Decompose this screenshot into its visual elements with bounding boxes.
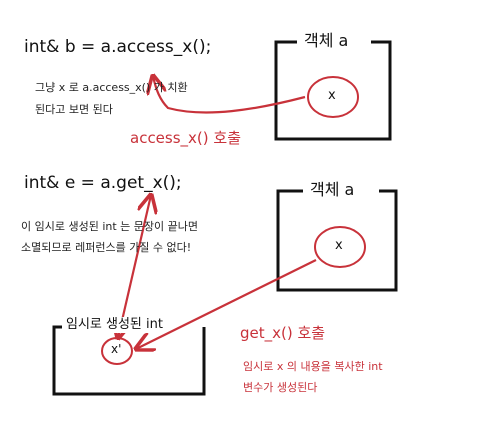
- member-circle-1: [307, 76, 359, 118]
- member-label-2: x: [335, 238, 343, 253]
- object-box-2: [276, 189, 398, 292]
- temporary-int-box: [52, 325, 206, 396]
- copy-arrow: [136, 259, 317, 349]
- object-box-1: [274, 40, 392, 141]
- temporary-note-line-1: 이 임시로 생성된 int 는 문장이 끝나면: [21, 220, 198, 233]
- temporary-note-line-2: 소멸되므로 레퍼런스를 가질 수 없다!: [21, 241, 192, 254]
- code-line-get: int& e = a.get_x();: [24, 173, 182, 193]
- member-circle-2: [314, 226, 366, 268]
- code-line-access: int& b = a.access_x();: [24, 37, 212, 57]
- temporary-int-title: 임시로 생성된 int: [64, 317, 165, 333]
- copy-note-line-2: 변수가 생성된다: [243, 381, 318, 394]
- member-label-1: x: [328, 88, 336, 103]
- get-call-label: get_x() 호출: [240, 324, 326, 342]
- access-arrow: [153, 76, 306, 114]
- access-note-line-2: 된다고 보면 된다: [35, 103, 113, 116]
- access-call-label: access_x() 호출: [130, 129, 241, 147]
- access-note-line-1: 그냥 x 로 a.access_x() 가 치환: [35, 81, 188, 94]
- copy-note-line-1: 임시로 x 의 내용을 복사한 int: [243, 360, 383, 373]
- temporary-link-arrow: [118, 195, 151, 338]
- object-box-1-title: 객체 a: [300, 31, 353, 51]
- object-box-2-title: 객체 a: [306, 180, 359, 200]
- temporary-member-label: x': [111, 342, 122, 356]
